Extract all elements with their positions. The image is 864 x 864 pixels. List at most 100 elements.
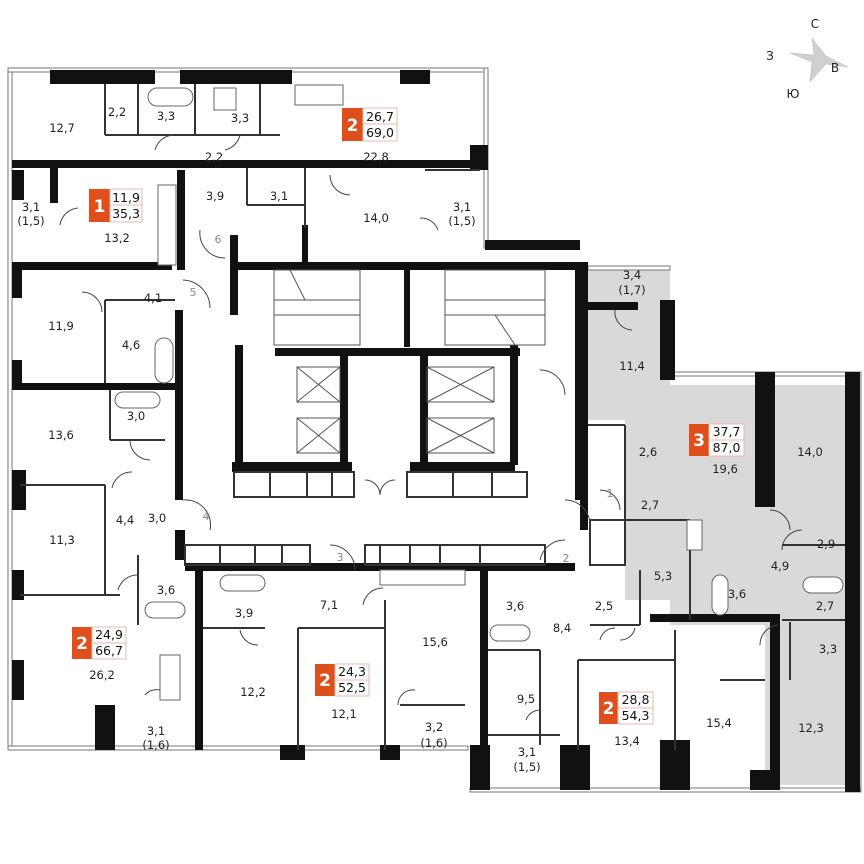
room-area: 26,2	[89, 668, 115, 682]
compass-star-icon	[789, 37, 849, 83]
badge-total-area: 66,7	[95, 643, 123, 658]
room-area: 3,0	[127, 409, 145, 423]
door-number: 2	[563, 552, 570, 565]
badge-living-area: 24,3	[338, 664, 366, 679]
room-area: 4,6	[122, 338, 140, 352]
room-area: 2,5	[595, 599, 613, 613]
room-area: 3,0	[148, 511, 166, 525]
room-area: 15,4	[706, 716, 732, 730]
room-area: 3,1	[22, 200, 40, 214]
room-area: 15,6	[422, 635, 448, 649]
room-area: 9,5	[517, 692, 535, 706]
door-numbers: 1 2 3 4 5 6	[190, 233, 614, 565]
room-area: 2,9	[817, 537, 835, 551]
door-number: 5	[190, 286, 197, 299]
room-area: (1,5)	[448, 214, 475, 228]
room-area: 12,1	[331, 707, 357, 721]
apartment-badge-1-room[interactable]: 1 11,9 35,3	[89, 188, 143, 223]
badge-living-area: 37,7	[713, 424, 741, 439]
badge-total-area: 52,5	[338, 680, 366, 695]
apartment-badge-2-room-left[interactable]: 2 24,9 66,7	[72, 626, 127, 660]
badge-total-area: 69,0	[366, 125, 394, 140]
badge-total-area: 54,3	[622, 708, 650, 723]
room-area: 12,7	[49, 121, 75, 135]
room-area: 2,7	[816, 599, 834, 613]
door-number: 3	[337, 551, 344, 564]
storage-cells	[184, 471, 626, 566]
badge-total-area: 87,0	[713, 440, 741, 455]
badge-living-area: 24,9	[95, 627, 123, 642]
room-area: 3,6	[506, 599, 524, 613]
apartment-badge-2-room-top[interactable]: 2 26,7 69,0	[342, 107, 398, 142]
room-area: 3,3	[231, 111, 249, 125]
door-number: 1	[607, 487, 614, 500]
apartment-badge-2-room-bottom-center[interactable]: 2 24,3 52,5	[315, 663, 370, 697]
room-area: 3,4	[623, 268, 641, 282]
apartment-badge-3-room-right[interactable]: 3 37,7 87,0	[689, 423, 745, 457]
room-area: (1,6)	[142, 738, 169, 752]
compass: С З В Ю	[766, 17, 849, 101]
room-area: 3,2	[425, 720, 443, 734]
badge-living-area: 26,7	[366, 109, 394, 124]
room-area: 3,1	[147, 724, 165, 738]
badge-room-count: 2	[76, 634, 88, 654]
room-area: (1,6)	[420, 736, 447, 750]
room-area: 11,4	[619, 359, 645, 373]
room-area: 12,3	[798, 721, 824, 735]
room-area: 12,2	[240, 685, 266, 699]
walls	[12, 70, 860, 792]
compass-north-label: С	[811, 17, 819, 31]
compass-south-label: Ю	[787, 87, 800, 101]
badge-room-count: 2	[319, 671, 331, 691]
compass-west-label: З	[766, 49, 774, 63]
badge-room-count: 2	[603, 699, 615, 719]
room-area: 4,1	[144, 291, 162, 305]
room-area: 11,3	[49, 533, 75, 547]
room-area: 8,4	[553, 621, 571, 635]
room-area: 13,4	[614, 734, 640, 748]
room-area: 3,3	[819, 642, 837, 656]
stairwell-right	[444, 269, 546, 346]
room-area: 3,3	[157, 109, 175, 123]
room-area: (1,5)	[17, 214, 44, 228]
room-area: 4,4	[116, 513, 134, 527]
door-number: 6	[215, 233, 222, 246]
room-area: 2,2	[205, 150, 223, 164]
apartment-badge-2-room-bottom-right[interactable]: 2 28,8 54,3	[599, 691, 654, 725]
room-area-labels: 12,7 2,2 3,3 3,3 2,2 22,8 3,1 (1,5) 13,2…	[17, 105, 837, 774]
room-area: 22,8	[363, 150, 389, 164]
bathroom-fixtures	[114, 84, 844, 701]
room-area: 3,9	[206, 189, 224, 203]
room-area: 14,0	[797, 445, 823, 459]
elevators	[296, 366, 495, 454]
room-area: 3,9	[235, 606, 253, 620]
badge-total-area: 35,3	[112, 206, 140, 221]
stairwell-left	[273, 269, 361, 346]
room-area: 4,9	[771, 559, 789, 573]
room-area: 2,2	[108, 105, 126, 119]
badge-room-count: 2	[347, 116, 359, 136]
room-area: 2,6	[639, 445, 657, 459]
room-area: 3,1	[270, 189, 288, 203]
room-area: 11,9	[48, 319, 74, 333]
doors	[59, 134, 803, 721]
room-area: 13,6	[48, 428, 74, 442]
badge-room-count: 3	[693, 431, 705, 451]
room-area: 3,6	[728, 587, 746, 601]
room-area: 2,7	[641, 498, 659, 512]
room-area: 3,1	[518, 745, 536, 759]
badge-room-count: 1	[94, 197, 106, 217]
badge-living-area: 28,8	[622, 692, 650, 707]
room-area: 14,0	[363, 211, 389, 225]
badge-living-area: 11,9	[112, 190, 140, 205]
compass-east-label: В	[831, 61, 839, 75]
room-area: 5,3	[654, 569, 672, 583]
room-area: 3,6	[157, 583, 175, 597]
room-area: 19,6	[712, 462, 738, 476]
room-area: 13,2	[104, 231, 130, 245]
room-area: 7,1	[320, 598, 338, 612]
room-area: (1,7)	[618, 283, 645, 297]
room-area: (1,5)	[513, 760, 540, 774]
door-number: 4	[203, 510, 210, 523]
